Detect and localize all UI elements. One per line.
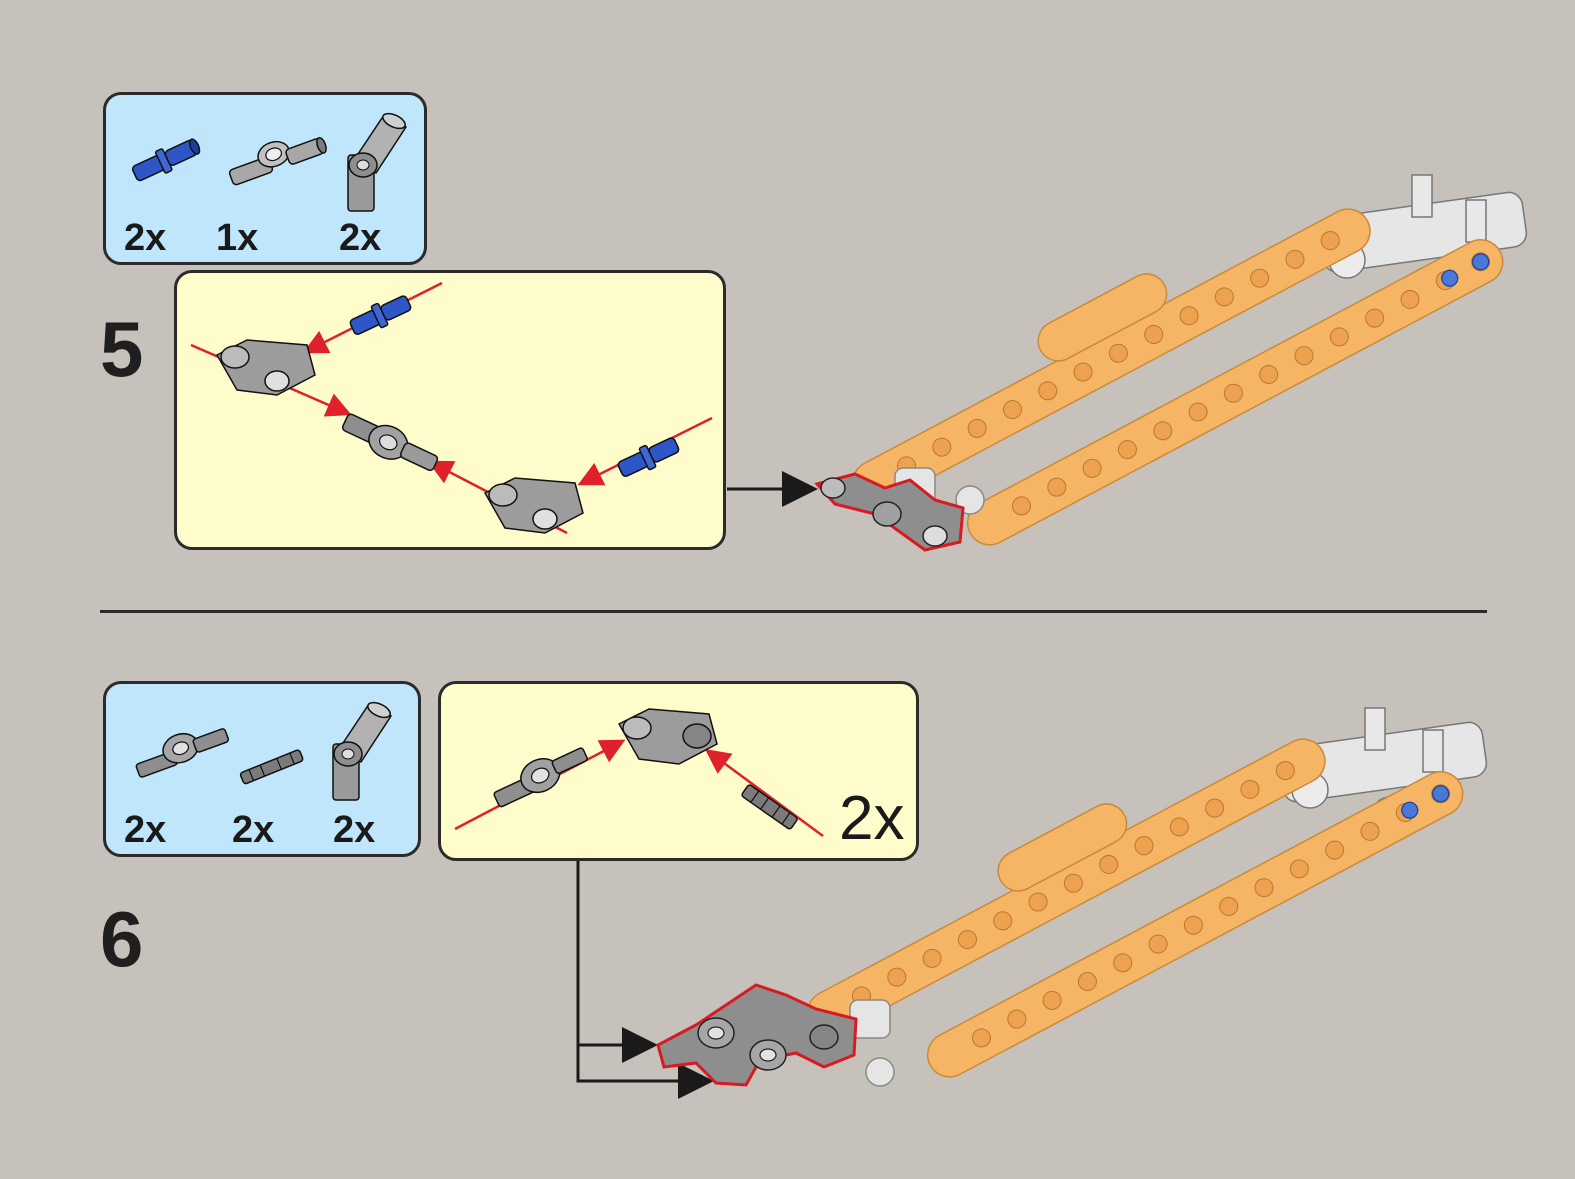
callout-pointer-arrow: [576, 1045, 714, 1099]
blue-axle-pin-icon: [131, 138, 201, 182]
cross-block-axle-icon: [493, 747, 588, 808]
part-qty: 2x: [339, 217, 382, 259]
axle-pin-connector-icon: [228, 136, 327, 186]
part-qty: 1x: [216, 217, 259, 259]
callout-pointer-arrow: [576, 861, 658, 1063]
axle-pin-connector-icon: [341, 413, 439, 472]
angle-connector-icon: [347, 112, 408, 212]
blue-axle-pin-icon: [617, 437, 680, 477]
part-qty: 2x: [232, 809, 275, 851]
highlighted-new-parts: [814, 472, 965, 552]
step5-parts-list: 2x 1x 2x: [103, 92, 427, 265]
step-number: 6: [100, 895, 144, 983]
step-number: 5: [100, 305, 144, 393]
step5-model: [814, 174, 1528, 552]
angle-connector-icon: [483, 477, 584, 534]
subassembly-multiplier: 2x: [839, 784, 905, 853]
angle-connector-icon: [332, 701, 393, 801]
part-qty: 2x: [333, 809, 376, 851]
angle-connector-icon: [617, 708, 718, 765]
step5-subassembly-callout: [174, 270, 726, 550]
short-axle-icon: [239, 749, 304, 785]
step6-model: [656, 707, 1488, 1087]
short-axle-icon: [741, 784, 798, 830]
part-qty: 2x: [124, 809, 167, 851]
part-qty: 2x: [124, 217, 167, 259]
step-divider: [100, 610, 1487, 613]
highlighted-new-parts: [656, 983, 858, 1087]
angle-connector-icon: [215, 339, 316, 396]
assembly-arrow: [704, 749, 824, 838]
step6-subassembly-callout: 2x: [438, 681, 919, 861]
cross-block-axle-icon: [135, 728, 230, 778]
step6-parts-list: 2x 2x 2x: [103, 681, 421, 857]
blue-axle-pin-icon: [349, 295, 412, 335]
